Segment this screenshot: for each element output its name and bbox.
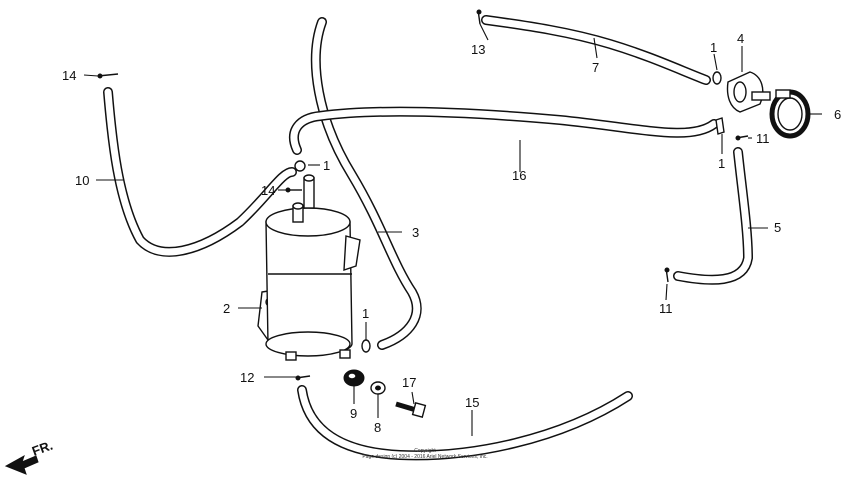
front-label: FR. bbox=[30, 438, 55, 459]
callout-15: 15 bbox=[465, 395, 479, 410]
callout-2: 2 bbox=[223, 301, 230, 316]
callout-1a: 1 bbox=[710, 40, 717, 55]
clip-1b[interactable] bbox=[294, 160, 306, 172]
clamp-13[interactable] bbox=[476, 9, 482, 25]
bolt[interactable] bbox=[395, 401, 427, 418]
clamp-14a[interactable] bbox=[97, 73, 119, 79]
callout-4: 4 bbox=[737, 31, 744, 46]
clip-1d[interactable] bbox=[715, 117, 725, 135]
hose-7[interactable] bbox=[481, 15, 711, 85]
hose-16[interactable] bbox=[289, 106, 719, 155]
hose-10[interactable] bbox=[103, 87, 297, 257]
callout-12: 12 bbox=[240, 370, 254, 385]
callout-17: 17 bbox=[402, 375, 416, 390]
band-clamp[interactable] bbox=[769, 89, 811, 139]
callout-3: 3 bbox=[412, 225, 419, 240]
callout-5: 5 bbox=[774, 220, 781, 235]
two-way-valve[interactable] bbox=[726, 71, 771, 113]
callout-1c: 1 bbox=[362, 306, 369, 321]
clamp-14b[interactable] bbox=[285, 187, 302, 193]
callout-9: 9 bbox=[350, 406, 357, 421]
collar[interactable] bbox=[370, 381, 386, 395]
clip-1c[interactable] bbox=[361, 339, 371, 353]
callout-14b: 14 bbox=[261, 183, 275, 198]
callout-6: 6 bbox=[834, 107, 841, 122]
hose-3[interactable] bbox=[310, 17, 422, 350]
hose-15[interactable] bbox=[297, 385, 633, 461]
hose-5[interactable] bbox=[673, 147, 753, 285]
callout-1d: 1 bbox=[718, 156, 725, 171]
clamp-11a[interactable] bbox=[735, 135, 749, 141]
callout-11b: 11 bbox=[659, 301, 673, 316]
front-direction-indicator: FR. bbox=[4, 438, 55, 475]
charcoal-canister[interactable] bbox=[257, 174, 361, 361]
copyright-notice: Copyright Page design (c) 2004 - 2016 Ar… bbox=[362, 448, 487, 460]
callout-10: 10 bbox=[75, 173, 89, 188]
callout-labels: 1 4 7 13 14 10 1 14 3 16 1 11 6 5 11 2 1… bbox=[62, 31, 841, 435]
leader-lines bbox=[83, 23, 822, 436]
callout-13: 13 bbox=[471, 42, 485, 57]
callout-11a: 11 bbox=[756, 131, 770, 146]
callout-1b: 1 bbox=[323, 158, 330, 173]
front-arrow-icon bbox=[4, 454, 39, 475]
callout-7: 7 bbox=[592, 60, 599, 75]
callout-8: 8 bbox=[374, 420, 381, 435]
callout-14a: 14 bbox=[62, 68, 76, 83]
grommet[interactable] bbox=[343, 369, 365, 387]
clamp-12[interactable] bbox=[295, 375, 311, 381]
clamp-11b[interactable] bbox=[664, 267, 670, 283]
copyright-line-1: Copyright bbox=[414, 448, 436, 454]
copyright-line-2: Page design (c) 2004 - 2016 Ariel Networ… bbox=[362, 454, 487, 460]
clip-1a[interactable] bbox=[712, 71, 722, 85]
callout-16: 16 bbox=[512, 168, 526, 183]
